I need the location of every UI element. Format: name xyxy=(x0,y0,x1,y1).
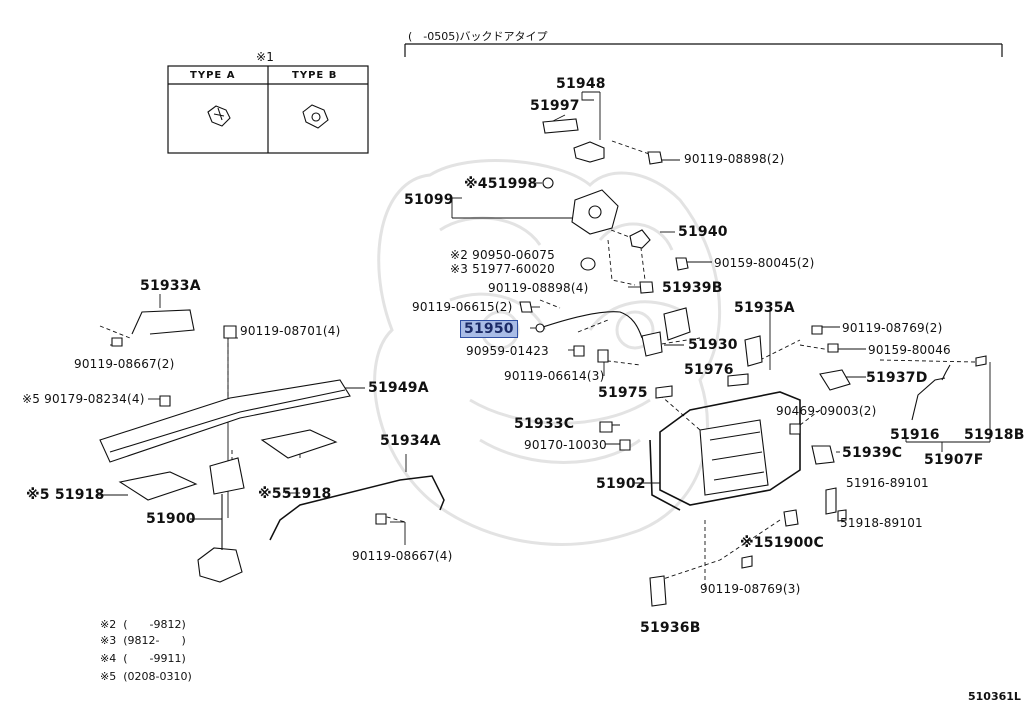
figure-id: 510361L xyxy=(968,690,1021,703)
callout-51918-mid[interactable]: ※551918 xyxy=(258,486,332,502)
part-51998-washer xyxy=(542,177,554,189)
callout-90119-08898-4[interactable]: 90119-08898(4) xyxy=(488,281,589,295)
callout-90119-06614-3[interactable]: 90119-06614(3) xyxy=(504,369,605,383)
part-51902-frame xyxy=(659,391,801,506)
callout-51918-89101[interactable]: 51918-89101 xyxy=(840,516,923,530)
callout-90119-08701-4[interactable]: 90119-08701(4) xyxy=(240,324,341,338)
callout-51937D[interactable]: 51937D xyxy=(866,370,928,386)
part-51975-pad xyxy=(655,385,673,399)
callout-51975[interactable]: 51975 xyxy=(598,385,648,401)
part-51940-clip xyxy=(629,229,651,249)
callout-51933A[interactable]: 51933A xyxy=(140,278,201,294)
bolt-90119-08898-4 xyxy=(639,281,654,294)
range-bracket xyxy=(404,43,1003,57)
part-51950-cable xyxy=(539,311,643,339)
inset-mark: ※1 xyxy=(256,50,275,64)
part-51902-hinge xyxy=(699,419,769,496)
callout-51916[interactable]: 51916 xyxy=(890,427,940,443)
type-b-label: TYPE B xyxy=(292,70,338,81)
legend-mark: ※3 xyxy=(100,634,117,647)
callout-90179-08234-4[interactable]: ※5 90179-08234(4) xyxy=(22,392,145,406)
callout-90119-08769-3[interactable]: 90119-08769(3) xyxy=(700,582,801,596)
plug-cap xyxy=(580,257,596,271)
type-inset-box xyxy=(167,65,369,154)
callout-90119-08769-2[interactable]: 90119-08769(2) xyxy=(842,321,943,335)
callout-90119-08667-4[interactable]: 90119-08667(4) xyxy=(352,549,453,563)
dashed-guides xyxy=(99,140,976,590)
callout-90959-01423[interactable]: 90959-01423 xyxy=(466,344,549,358)
legend-row: ※3 (9812- ) xyxy=(100,634,186,648)
callout-51902[interactable]: 51902 xyxy=(596,476,646,492)
legend-range: (9812- ) xyxy=(123,634,186,647)
callout-51939B[interactable]: 51939B xyxy=(662,280,723,296)
callout-51907F[interactable]: 51907F xyxy=(924,452,984,468)
callout-51934A[interactable]: 51934A xyxy=(380,433,441,449)
legend-mark: ※2 xyxy=(100,618,117,631)
callout-51948[interactable]: 51948 xyxy=(556,76,606,92)
part-51933A-bar xyxy=(131,309,195,335)
type-a-plug-icon xyxy=(207,105,231,127)
legend-mark: ※5 xyxy=(100,670,117,683)
callout-51949A[interactable]: 51949A xyxy=(368,380,429,396)
part-51930-lock xyxy=(641,331,663,357)
callout-51936B[interactable]: 51936B xyxy=(640,620,701,636)
callout-51935A[interactable]: 51935A xyxy=(734,300,795,316)
callout-90159-80045-2[interactable]: 90159-80045(2) xyxy=(714,256,815,270)
callout-51998[interactable]: ※451998 xyxy=(464,176,538,192)
part-51907F-rod xyxy=(941,364,951,381)
legend-range: (0208-0310) xyxy=(123,670,192,683)
callout-51918-left[interactable]: ※5 51918 xyxy=(26,487,105,503)
part-shapes xyxy=(99,118,987,607)
callout-90950-06075[interactable]: ※2 90950-06075 xyxy=(450,248,555,262)
callout-90170-10030[interactable]: 90170-10030 xyxy=(524,438,607,452)
part-51948-clip xyxy=(573,141,605,163)
part-51900-jack-upper xyxy=(209,457,245,495)
legend-row: ※2 ( -9812) xyxy=(100,618,186,632)
part-51936B-bracket xyxy=(649,575,667,607)
legend-range: ( -9812) xyxy=(123,618,186,631)
legend-mark: ※4 xyxy=(100,652,117,665)
callout-90159-80046[interactable]: 90159-80046 xyxy=(868,343,951,357)
type-a-label: TYPE A xyxy=(190,70,236,81)
range-title: ( -0505)バックドアタイプ xyxy=(408,30,548,43)
callout-51933C[interactable]: 51933C xyxy=(514,416,575,432)
type-b-plug-icon xyxy=(302,104,329,129)
part-51916-rod xyxy=(911,377,946,421)
legend-row: ※5 (0208-0310) xyxy=(100,670,192,684)
watermark-emblem xyxy=(373,159,722,546)
callout-51940[interactable]: 51940 xyxy=(678,224,728,240)
part-51997-plate xyxy=(542,118,579,134)
callout-51976[interactable]: 51976 xyxy=(684,362,734,378)
callout-90119-06615-2[interactable]: 90119-06615(2) xyxy=(412,300,513,314)
part-51934A-bar xyxy=(269,475,445,541)
callout-51950-selected[interactable]: 51950 xyxy=(460,320,518,338)
bolt-top xyxy=(647,151,663,165)
legend-row: ※4 ( -9911) xyxy=(100,652,186,666)
part-51900-jack-lower xyxy=(197,547,243,583)
part-51900C-stopper xyxy=(783,509,799,527)
callout-51900[interactable]: 51900 xyxy=(146,511,196,527)
callout-51916-89101[interactable]: 51916-89101 xyxy=(846,476,929,490)
part-51939C-clip xyxy=(811,445,835,465)
callout-51099[interactable]: 51099 xyxy=(404,192,454,208)
callout-51918B[interactable]: 51918B xyxy=(964,427,1024,443)
part-51949A-crossmember xyxy=(99,379,351,463)
part-51976-plate xyxy=(727,373,749,387)
bolt-90159-80045 xyxy=(675,257,689,271)
callout-51997[interactable]: 51997 xyxy=(530,98,580,114)
callout-51977-60020[interactable]: ※3 51977-60020 xyxy=(450,262,555,276)
part-51939B-block xyxy=(663,307,691,341)
callout-51939C[interactable]: 51939C xyxy=(842,445,903,461)
part-51918-plate-left xyxy=(118,471,198,501)
part-51937D-bracket xyxy=(819,369,851,391)
callout-51900C[interactable]: ※151900C xyxy=(740,535,824,551)
callout-90119-08898-2[interactable]: 90119-08898(2) xyxy=(684,152,785,166)
callout-90469-09003-2[interactable]: 90469-09003(2) xyxy=(776,404,877,418)
callout-90119-08667-2[interactable]: 90119-08667(2) xyxy=(74,357,175,371)
part-51935A-bracket xyxy=(744,335,763,367)
part-51918-plate-mid xyxy=(260,429,338,459)
legend-range: ( -9911) xyxy=(123,652,186,665)
callout-51930[interactable]: 51930 xyxy=(688,337,738,353)
